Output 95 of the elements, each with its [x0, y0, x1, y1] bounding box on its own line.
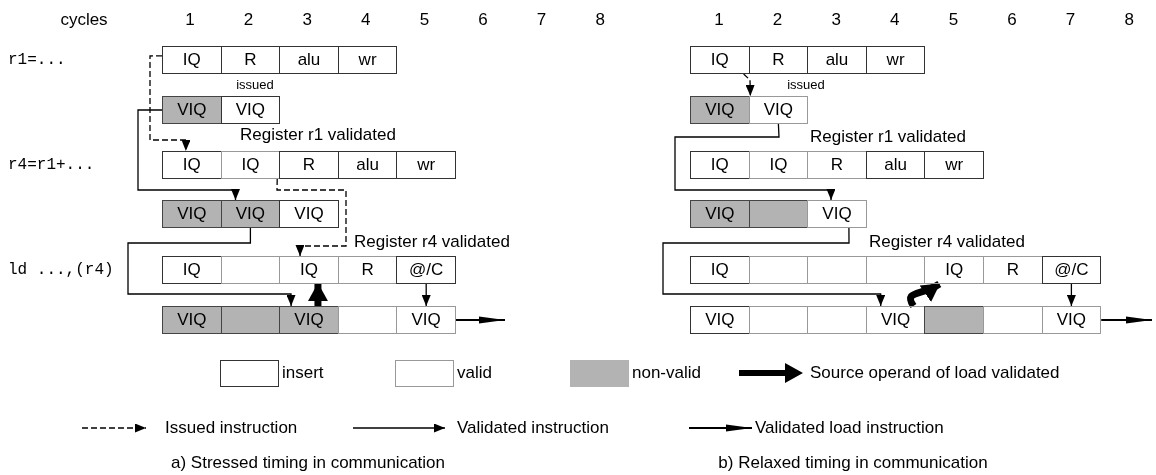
arrow	[907, 281, 942, 308]
pipeline-stage-cell: IQ	[924, 256, 984, 284]
pipeline-stage-cell: IQ	[690, 46, 750, 74]
pipeline-stage-cell: VIQ	[690, 96, 750, 124]
pipeline-stage-cell: @/C	[396, 256, 456, 284]
legend-label: non-valid	[632, 363, 701, 383]
arrow	[149, 55, 191, 152]
cycle-number: 6	[1007, 10, 1017, 30]
arrow	[127, 227, 296, 307]
pipeline-stage-cell: VIQ	[748, 96, 809, 124]
pipeline-stage-cell: IQ	[220, 151, 281, 179]
pipeline-stage-cell: VIQ	[396, 306, 456, 334]
legend-label: Source operand of load validated	[810, 363, 1060, 383]
annotation-text: Register r4 validated	[869, 232, 1025, 252]
pipeline-stage-cell: IQ	[690, 256, 750, 284]
annotation-text: Register r1 validated	[810, 127, 966, 147]
legend-label: Validated instruction	[457, 418, 609, 438]
pipeline-stage-cell: alu	[865, 151, 926, 179]
pipeline-stage-cell: VIQ	[162, 200, 222, 228]
pipeline-stage-cell: VIQ	[1041, 306, 1102, 334]
empty-pipeline-cell	[748, 256, 809, 284]
instruction-label: r4=r1+...	[8, 155, 95, 175]
pipeline-stage-cell: IQ	[279, 256, 339, 284]
cycle-number: 6	[478, 10, 488, 30]
cycle-number: 8	[595, 10, 605, 30]
pipeline-stage-cell: IQ	[162, 46, 222, 74]
pipeline-stage-cell: alu	[807, 46, 867, 74]
pipeline-stage-cell: VIQ	[690, 306, 750, 334]
pipeline-stage-cell: R	[983, 256, 1043, 284]
pipeline-stage-cell: @/C	[1041, 256, 1102, 284]
cycle-number: 8	[1124, 10, 1134, 30]
pipeline-stage-cell: VIQ	[162, 306, 222, 334]
panel-caption: b) Relaxed timing in communication	[718, 453, 988, 473]
pipeline-stage-cell: VIQ	[220, 200, 281, 228]
pipeline-stage-cell: VIQ	[162, 96, 222, 124]
cycle-number: 3	[302, 10, 312, 30]
arrow	[662, 227, 886, 307]
pipeline-stage-cell: wr	[865, 46, 926, 74]
empty-pipeline-cell	[865, 256, 926, 284]
pipeline-stage-cell: R	[748, 46, 809, 74]
legend-label: Validated load instruction	[755, 418, 944, 438]
legend-label: insert	[282, 363, 324, 383]
annotation-text: Register r1 validated	[240, 125, 396, 145]
pipeline-stage-cell: R	[807, 151, 867, 179]
pipeline-stage-cell: IQ	[162, 256, 222, 284]
pipeline-stage-cell: VIQ	[690, 200, 750, 228]
pipeline-stage-cell: wr	[337, 46, 398, 74]
cycle-number: 2	[772, 10, 783, 30]
empty-pipeline-cell	[807, 256, 867, 284]
cycle-number: 5	[419, 10, 430, 30]
cycle-number: 7	[536, 10, 547, 30]
empty-pipeline-cell	[220, 256, 281, 284]
empty-pipeline-cell	[807, 306, 867, 334]
arrow	[674, 123, 836, 201]
annotation-text: issued	[787, 76, 825, 94]
annotation-text: Register r4 validated	[354, 232, 510, 252]
cycle-number: 3	[831, 10, 841, 30]
legend-label: Issued instruction	[165, 418, 298, 438]
pipeline-stage-cell: alu	[279, 46, 339, 74]
cycle-number: 1	[714, 10, 724, 30]
annotation-text: issued	[236, 76, 274, 94]
arrow	[743, 73, 755, 97]
arrow	[455, 316, 506, 324]
cycle-number: 4	[361, 10, 371, 30]
arrow	[1100, 316, 1153, 324]
arrow	[421, 283, 431, 307]
axis-label: cycles	[60, 10, 108, 30]
pipeline-stage-cell: VIQ	[807, 200, 867, 228]
empty-pipeline-cell	[748, 306, 809, 334]
instruction-label: ld ...,(r4)	[8, 260, 114, 280]
cycle-number: 1	[185, 10, 195, 30]
arrow	[307, 283, 328, 306]
pipeline-stage-cell: alu	[337, 151, 398, 179]
cycle-number: 5	[948, 10, 959, 30]
arrow	[1066, 283, 1076, 307]
legend-label: valid	[457, 363, 492, 383]
pipeline-stage-cell: wr	[924, 151, 984, 179]
cycle-number: 7	[1065, 10, 1076, 30]
pipeline-stage-cell: VIQ	[279, 306, 339, 334]
cycle-number: 4	[890, 10, 900, 30]
pipeline-stage-cell: IQ	[748, 151, 809, 179]
pipeline-stage-cell: R	[220, 46, 281, 74]
pipeline-stage-cell: R	[279, 151, 339, 179]
pipeline-stage-cell: IQ	[690, 151, 750, 179]
arrow	[276, 178, 347, 257]
pipeline-stage-cell: wr	[396, 151, 456, 179]
arrow	[137, 109, 240, 201]
pipeline-stage-cell: IQ	[162, 151, 222, 179]
instruction-label: r1=...	[8, 50, 66, 70]
pipeline-stage-cell: VIQ	[279, 200, 339, 228]
empty-pipeline-cell	[924, 306, 984, 334]
pipeline-stage-cell: R	[337, 256, 398, 284]
pipeline-stage-cell: VIQ	[220, 96, 281, 124]
panel-caption: a) Stressed timing in communication	[171, 453, 445, 473]
cycle-number: 2	[243, 10, 254, 30]
